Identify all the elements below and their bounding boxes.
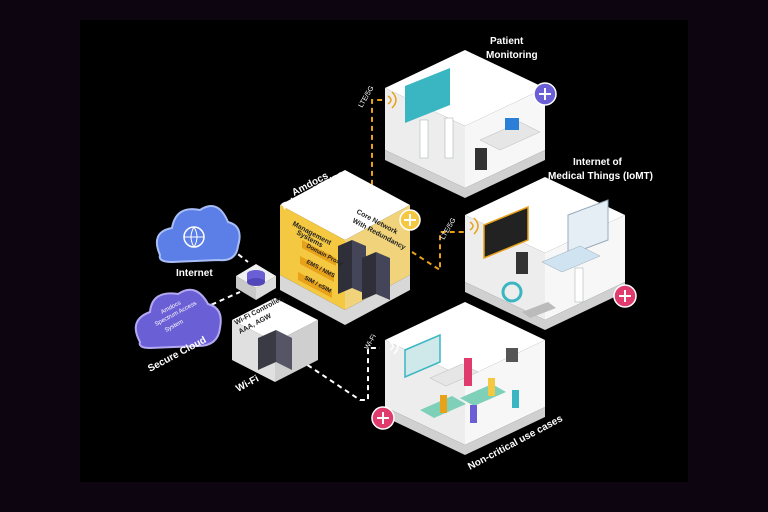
- nurse-figure: [574, 267, 584, 303]
- iomt-room: Internet of Medical Things (IoMT) LTE/5G: [440, 157, 653, 330]
- private-box-floor: [280, 275, 410, 325]
- server-icon-side: [376, 252, 390, 300]
- server-icon: [362, 252, 376, 300]
- patient-label-1: Patient: [490, 36, 524, 47]
- pill-sim-esim: [298, 272, 332, 298]
- patient-figure: [512, 390, 519, 408]
- window: [567, 199, 609, 256]
- iomt-label-2: Medical Things (IoMT): [548, 171, 653, 182]
- pill-domain-proxy: [302, 240, 336, 266]
- noncritical-room: Non-critical use cases Wi-Fi: [364, 302, 565, 473]
- medical-device: [522, 302, 556, 318]
- pill-ems-nms: [300, 256, 334, 282]
- hub-left: [236, 276, 256, 300]
- plus-icon-glyph: [377, 412, 389, 424]
- room-floor: [385, 407, 545, 455]
- wall-poster: [506, 348, 518, 362]
- signal-icon: [469, 217, 479, 235]
- wearable-band: [501, 281, 523, 303]
- room-wall-right: [465, 340, 545, 445]
- visitor-figure: [464, 358, 472, 386]
- wifi-link: [299, 347, 380, 401]
- signal-icon: [389, 337, 399, 355]
- server-icon: [338, 240, 352, 294]
- internet-link: [209, 231, 249, 263]
- smartphone: [516, 252, 528, 274]
- room-floor: [385, 150, 545, 198]
- plus-icon-glyph: [539, 88, 551, 100]
- nurse-figure: [444, 117, 454, 159]
- patient-figure: [488, 378, 495, 396]
- plus-icon-glyph: [404, 214, 416, 226]
- patient-label-2: Monitoring: [486, 50, 538, 61]
- signal-icon: [387, 91, 397, 109]
- lte-link-iomt: [411, 231, 465, 272]
- office-chair: [475, 148, 487, 170]
- desk-monitor: [505, 118, 519, 130]
- connections: [194, 99, 465, 401]
- database-icon-base: [247, 278, 265, 286]
- patient-figure: [440, 395, 447, 413]
- lte-link-patient: [344, 99, 385, 206]
- patient-monitoring-room: Patient Monitoring LTE/5G: [358, 36, 557, 198]
- cloud-icon: [134, 288, 222, 350]
- monitor-screen: [405, 68, 450, 123]
- hub-right: [256, 276, 276, 300]
- wall-display: [404, 333, 441, 379]
- patient-bed: [541, 245, 601, 273]
- iomt-label-1: Internet of: [573, 157, 623, 168]
- internet-cloud: Internet: [156, 205, 241, 279]
- patient-figure: [470, 405, 477, 423]
- globe-icon-lines: [184, 226, 204, 248]
- plus-icon-glyph: [619, 290, 631, 302]
- doctor-figure: [419, 119, 429, 159]
- server-rack: [338, 240, 390, 300]
- cloud-icon: [156, 205, 241, 264]
- server-icon-side: [276, 330, 292, 370]
- wall-tv: [483, 205, 529, 260]
- internet-label: Internet: [176, 268, 213, 279]
- hub: [236, 264, 276, 300]
- room-floor: [465, 282, 625, 330]
- server-icon: [258, 330, 276, 370]
